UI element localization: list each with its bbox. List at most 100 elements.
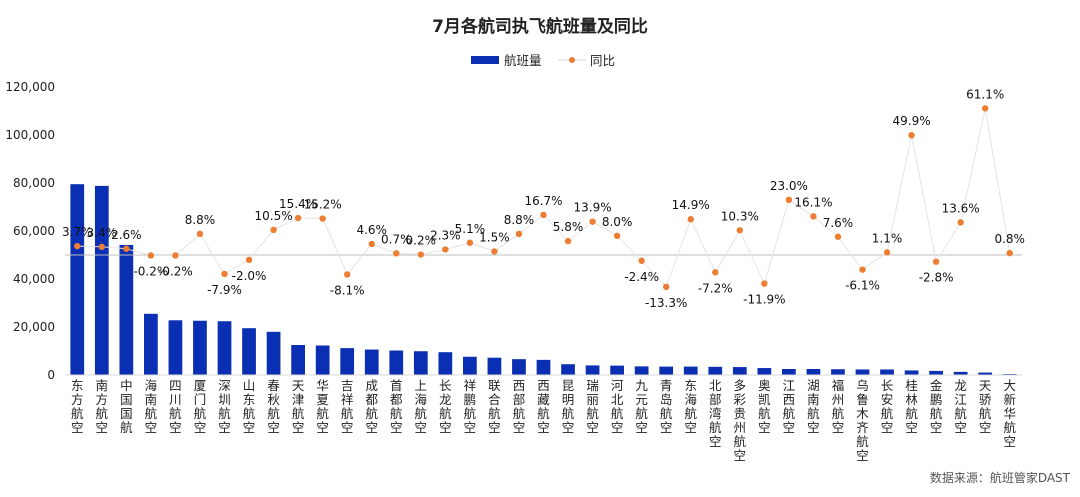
source-note: 数据来源：航班管家DAST — [930, 470, 1071, 485]
yoy-marker — [98, 243, 106, 251]
yoy-data-label: 2.3% — [430, 228, 461, 242]
yoy-marker — [221, 270, 228, 278]
bar — [536, 359, 551, 375]
bar — [561, 364, 575, 375]
yoy-marker — [736, 227, 744, 234]
x-category-label: 华夏航空 — [316, 378, 329, 435]
x-category-label: 上海航空 — [415, 378, 428, 435]
yoy-data-labels: 3.7%3.4%2.6%-0.2%-0.2%8.8%-7.9%-2.0%10.5… — [62, 87, 1025, 310]
yoy-data-label: 7.6% — [823, 216, 854, 230]
yoy-marker — [245, 256, 253, 263]
yoy-marker — [196, 230, 204, 238]
x-category-label: 多彩贵州航空 — [734, 378, 747, 463]
bar — [831, 369, 845, 375]
bar — [315, 345, 330, 375]
x-category-label: 首都航空 — [390, 378, 403, 435]
yoy-data-label: -2.4% — [624, 270, 659, 284]
chart-title: 7月各航司执飞航班量及同比 — [432, 16, 648, 37]
yoy-marker — [687, 216, 694, 223]
yoy-marker — [74, 242, 81, 250]
yoy-data-label: 61.1% — [966, 87, 1004, 101]
x-category-label: 河北航空 — [611, 378, 624, 435]
yoy-data-label: -13.3% — [645, 296, 687, 310]
bar — [144, 313, 158, 375]
yoy-marker — [515, 230, 523, 238]
yoy-marker — [491, 248, 498, 255]
y-tick-label: 120,000 — [5, 80, 55, 94]
yoy-marker — [564, 237, 572, 245]
y-tick-label: 80,000 — [13, 176, 55, 190]
yoy-data-label: 1.5% — [479, 230, 510, 244]
yoy-data-label: 10.3% — [721, 209, 759, 223]
x-category-label: 祥鹏航空 — [464, 378, 477, 435]
bar — [193, 320, 207, 375]
yoy-data-label: 16.7% — [524, 194, 562, 208]
yoy-marker — [712, 269, 719, 276]
yoy-marker — [172, 252, 179, 259]
x-category-label: 奥凯航空 — [758, 378, 771, 435]
x-category-label: 吉祥航空 — [341, 378, 354, 435]
yoy-marker — [638, 257, 645, 264]
x-category-label: 长安航空 — [881, 378, 894, 435]
bar — [708, 366, 723, 375]
yoy-marker — [785, 196, 793, 203]
x-category-label: 青岛航空 — [660, 378, 673, 435]
yoy-marker — [540, 211, 547, 219]
bar — [732, 367, 747, 375]
bar — [806, 369, 821, 375]
bar — [904, 370, 919, 375]
yoy-data-label: 5.1% — [455, 222, 486, 236]
bar — [242, 328, 256, 375]
bar — [610, 365, 624, 375]
bar — [782, 369, 796, 375]
yoy-data-label: 0.7% — [381, 232, 412, 246]
yoy-marker — [859, 266, 866, 273]
x-category-label: 四川航空 — [169, 378, 182, 435]
y-tick-label: 20,000 — [13, 320, 55, 334]
legend-marker-swatch — [569, 57, 575, 63]
bar — [438, 352, 453, 375]
x-category-label: 乌鲁木齐航空 — [856, 378, 869, 463]
yoy-marker — [442, 246, 449, 253]
y-tick-label: 100,000 — [5, 128, 55, 142]
x-category-label: 昆明航空 — [562, 378, 575, 435]
bar — [364, 349, 379, 375]
x-category-label: 瑞丽航空 — [586, 378, 599, 435]
x-category-label: 成都航空 — [365, 378, 378, 435]
x-category-label: 厦门航空 — [194, 378, 207, 435]
bar — [929, 370, 943, 375]
legend-label-bar: 航班量 — [504, 53, 542, 68]
bar — [94, 185, 109, 375]
bar — [585, 365, 600, 375]
yoy-marker — [466, 239, 474, 246]
yoy-data-label: 3.4% — [87, 226, 118, 240]
y-tick-label: 40,000 — [13, 272, 55, 286]
bar — [291, 345, 305, 375]
yoy-marker — [662, 283, 670, 291]
yoy-data-label: -7.9% — [207, 283, 242, 297]
yoy-data-label: 15.4% — [279, 197, 317, 211]
yoy-data-label: 13.6% — [942, 201, 980, 215]
yoy-data-label: 5.8% — [553, 220, 584, 234]
x-category-label: 长龙航空 — [439, 378, 452, 435]
yoy-marker — [810, 213, 817, 220]
x-category-label: 春秋航空 — [267, 378, 280, 435]
bar — [659, 366, 674, 375]
bar — [168, 320, 183, 375]
yoy-marker — [957, 219, 964, 226]
yoy-data-label: 14.9% — [672, 198, 710, 212]
x-category-label: 桂林航空 — [905, 378, 918, 435]
yoy-data-label: 0.8% — [994, 232, 1025, 246]
x-category-label: 江西航空 — [783, 378, 796, 435]
bar — [855, 369, 870, 375]
yoy-marker — [761, 280, 768, 287]
bar — [757, 368, 772, 375]
bar — [413, 351, 428, 375]
bar — [487, 357, 502, 375]
bar — [880, 369, 894, 375]
x-category-label: 东海航空 — [684, 378, 697, 435]
x-category-label: 中国国航 — [120, 378, 133, 435]
yoy-markers — [74, 105, 1013, 291]
